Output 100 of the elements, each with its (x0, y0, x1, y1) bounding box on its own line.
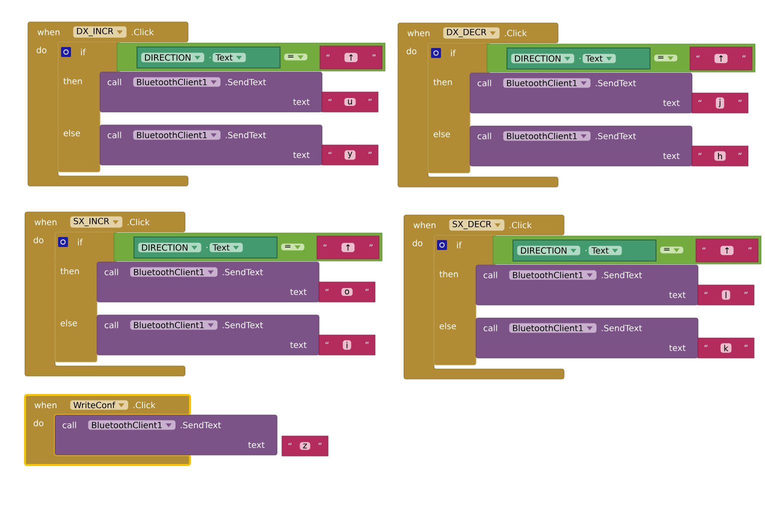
method-label: .SendText (180, 422, 221, 428)
quote-mark: “ (704, 292, 708, 294)
quote-mark: “ (704, 344, 708, 347)
string-block (320, 46, 382, 70)
method-label: .SendText (226, 78, 266, 86)
keyword-label: call (104, 268, 118, 276)
if-block (434, 234, 496, 366)
event-label: .Click (510, 222, 532, 228)
keyword-label: call (484, 324, 498, 332)
method-label: .SendText (596, 80, 636, 86)
quote-mark: ” (738, 152, 742, 155)
operator-dropdown: = (654, 54, 678, 62)
string-block (282, 436, 328, 456)
parameter-label: text (293, 152, 310, 158)
getter-block (134, 236, 278, 258)
string-block (322, 92, 378, 112)
keyword-label: if (457, 242, 462, 248)
keyword-label: call (478, 80, 492, 86)
dropdown-field: BluetoothClient1 (503, 131, 590, 141)
keyword-label: else (440, 322, 456, 330)
call-block (100, 124, 322, 166)
keyword-label: then (63, 78, 82, 84)
keyword-label: else (64, 130, 80, 136)
dropdown-field: BluetoothClient1 (503, 78, 590, 88)
event-label: .Click (128, 218, 150, 226)
keyword-label: do (406, 48, 416, 54)
keyword-label: call (108, 132, 122, 138)
dropdown-field: BluetoothClient1 (133, 77, 220, 87)
keyword-label: do (34, 236, 44, 244)
parameter-label: text (290, 342, 307, 348)
quote-mark: ” (748, 247, 752, 250)
quote-mark: “ (328, 152, 332, 154)
string-block (692, 92, 748, 114)
method-label: .SendText (226, 132, 266, 138)
quote-mark: “ (698, 152, 702, 155)
string-block (316, 236, 380, 260)
parameter-label: text (293, 98, 310, 106)
dropdown-field: BluetoothClient1 (509, 323, 596, 333)
quote-mark: “ (326, 288, 328, 291)
keyword-label: do (34, 420, 44, 426)
keyword-label: when (414, 222, 436, 228)
call-block (96, 314, 320, 356)
call-block (470, 72, 692, 114)
quote-mark: ” (366, 342, 368, 344)
if-block (58, 42, 120, 172)
dropdown-field: BluetoothClient1 (130, 267, 218, 277)
keyword-label: call (484, 272, 498, 278)
parameter-label: text (669, 344, 686, 352)
call-block (54, 414, 278, 456)
string-block (692, 146, 748, 166)
quote-mark: ” (370, 244, 372, 246)
string-block (322, 144, 378, 166)
quote-mark: ” (366, 288, 368, 291)
dropdown-field: DX_DECR (443, 27, 500, 39)
quote-mark: ” (318, 442, 322, 445)
quote-mark: “ (326, 342, 328, 344)
dropdown-field: BluetoothClient1 (509, 270, 596, 280)
string-block (318, 282, 376, 302)
string-block (318, 334, 376, 356)
keyword-label: when (38, 28, 60, 36)
dropdown-field: DX_INCR (73, 26, 127, 38)
operator-dropdown: = (284, 54, 308, 60)
keyword-label: if (78, 238, 83, 246)
string-block (696, 238, 758, 262)
keyword-label: do (36, 46, 46, 54)
keyword-label: else (60, 320, 77, 326)
quote-mark: ” (744, 292, 748, 294)
method-label: .SendText (602, 324, 642, 332)
keyword-label: if (451, 50, 456, 56)
dropdown-field: BluetoothClient1 (88, 420, 176, 430)
dot-label: . (206, 246, 208, 248)
operator-dropdown: = (281, 244, 304, 250)
quote-mark: “ (696, 55, 700, 58)
method-label: .SendText (596, 132, 636, 140)
keyword-label: then (60, 268, 79, 274)
call-block (470, 126, 692, 166)
event-label: .Click (133, 402, 156, 408)
keyword-label: when (34, 218, 56, 226)
keyword-label: then (439, 270, 458, 278)
dropdown-field: WriteConf (70, 400, 128, 410)
keyword-label: call (108, 78, 122, 86)
parameter-label: text (669, 292, 686, 298)
quote-mark: “ (326, 54, 330, 56)
keyword-label: call (104, 322, 118, 328)
method-label: .SendText (602, 272, 642, 278)
keyword-label: when (34, 402, 56, 408)
string-block (698, 338, 754, 358)
parameter-label: text (663, 152, 680, 160)
parameter-label: text (248, 442, 265, 448)
getter-block (512, 240, 656, 262)
quote-mark: ” (368, 98, 372, 101)
parameter-label: text (663, 100, 680, 106)
quote-mark: ” (368, 152, 372, 154)
if-block (54, 232, 118, 362)
dropdown-field: SX_DECR (449, 219, 504, 231)
operator-dropdown: = (660, 246, 684, 254)
quote-mark: “ (288, 442, 292, 445)
quote-mark: ” (742, 55, 746, 58)
quote-mark: “ (324, 244, 326, 246)
quote-mark: “ (698, 100, 702, 102)
